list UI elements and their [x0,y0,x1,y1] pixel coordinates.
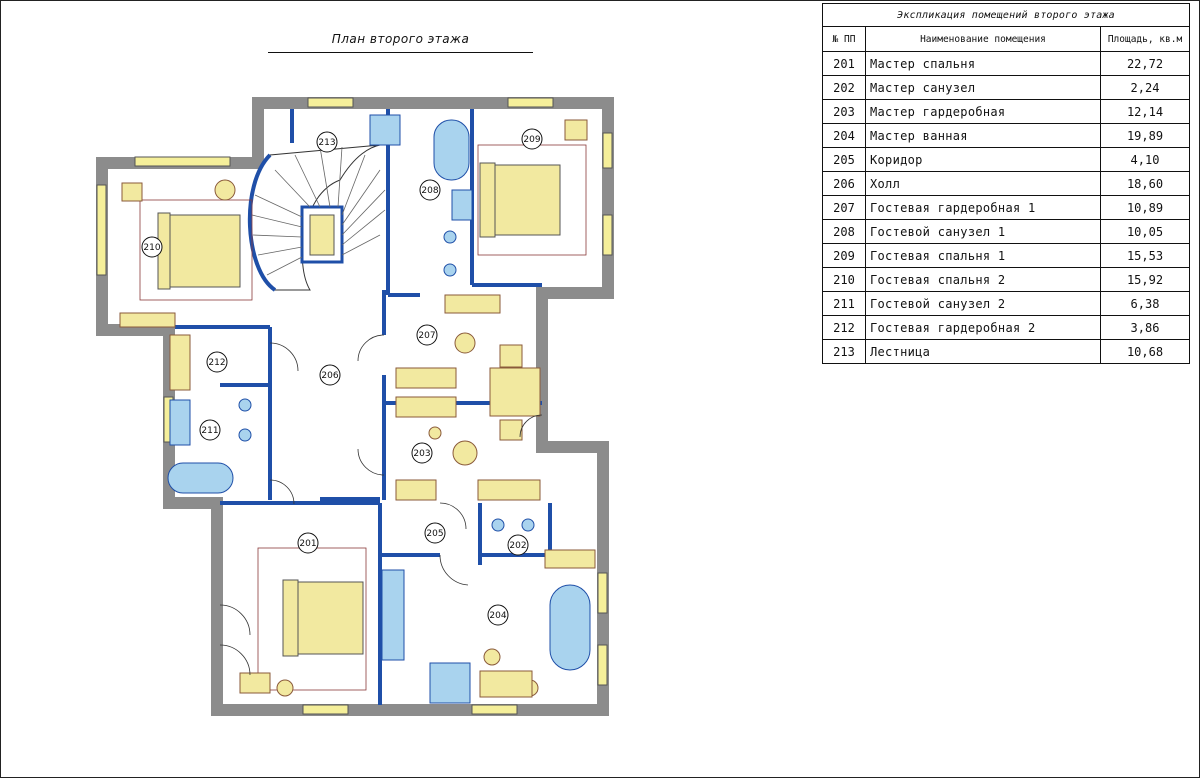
table-row: 202 Мастер санузел 2,24 [822,75,1190,100]
plan-title: План второго этажа [331,32,470,46]
room-label-markers [141,128,543,626]
room-label-202: 202 [509,541,526,551]
row-name: Гостевая гардеробная 1 [865,195,1101,220]
row-name: Коридор [865,147,1101,172]
row-number: 209 [822,243,866,268]
room-label-213: 213 [318,138,335,148]
table-row: 208 Гостевой санузел 1 10,05 [822,219,1190,244]
wardrobes [119,294,596,569]
table-row: 211 Гостевой санузел 2 6,38 [822,291,1190,316]
row-name: Гостевая гардеробная 2 [865,315,1101,340]
explication-table: Экспликация помещений второго этажа № ПП… [822,3,1190,364]
header-number: № ПП [822,26,866,52]
floor-plan: 201 202 203 204 205 206 207 208 209 210 … [95,95,615,717]
room-label-205: 205 [426,529,443,539]
room-labels: 201 202 203 204 205 206 207 208 209 210 … [143,135,540,621]
windows [96,97,613,715]
room-label-208: 208 [421,186,438,196]
row-area: 15,92 [1100,267,1190,292]
row-number: 205 [822,147,866,172]
table-row: 203 Мастер гардеробная 12,14 [822,99,1190,124]
row-name: Мастер ванная [865,123,1101,148]
room-label-210: 210 [143,243,160,253]
room-label-209: 209 [523,135,540,145]
row-area: 4,10 [1100,147,1190,172]
row-number: 201 [822,51,866,76]
row-name: Гостевая спальня 1 [865,243,1101,268]
row-name: Мастер санузел [865,75,1101,100]
table-row: 207 Гостевая гардеробная 1 10,89 [822,195,1190,220]
row-name: Мастер спальня [865,51,1101,76]
row-name: Лестница [865,339,1101,364]
row-area: 10,68 [1100,339,1190,364]
room-label-203: 203 [413,449,430,459]
explication-caption-row: Экспликация помещений второго этажа [822,3,1190,27]
row-name: Гостевой санузел 2 [865,291,1101,316]
row-number: 212 [822,315,866,340]
row-area: 12,14 [1100,99,1190,124]
table-row: 201 Мастер спальня 22,72 [822,51,1190,76]
row-name: Гостевой санузел 1 [865,219,1101,244]
explication-header-row: № ПП Наименование помещения Площадь, кв.… [822,26,1190,52]
row-number: 206 [822,171,866,196]
room-label-201: 201 [299,539,316,549]
room-label-207: 207 [418,331,435,341]
table-row: 212 Гостевая гардеробная 2 3,86 [822,315,1190,340]
staircase [247,144,386,292]
row-area: 15,53 [1100,243,1190,268]
row-name: Гостевая спальня 2 [865,267,1101,292]
row-area: 22,72 [1100,51,1190,76]
header-room-name: Наименование помещения [865,26,1101,52]
room-label-206: 206 [321,371,338,381]
tables-and-chairs [121,119,588,698]
row-number: 211 [822,291,866,316]
table-row: 204 Мастер ванная 19,89 [822,123,1190,148]
row-number: 207 [822,195,866,220]
row-number: 203 [822,99,866,124]
explication-caption: Экспликация помещений второго этажа [822,3,1190,27]
row-area: 10,05 [1100,219,1190,244]
plan-title-underline [268,52,533,53]
table-row: 205 Коридор 4,10 [822,147,1190,172]
row-number: 213 [822,339,866,364]
room-label-204: 204 [489,611,506,621]
table-row: 206 Холл 18,60 [822,171,1190,196]
header-area: Площадь, кв.м [1100,26,1190,52]
row-area: 18,60 [1100,171,1190,196]
table-row: 209 Гостевая спальня 1 15,53 [822,243,1190,268]
row-area: 2,24 [1100,75,1190,100]
row-number: 202 [822,75,866,100]
row-name: Мастер гардеробная [865,99,1101,124]
room-label-211: 211 [201,426,218,436]
sanitary [167,114,591,704]
beds [157,162,561,657]
row-number: 204 [822,123,866,148]
row-area: 3,86 [1100,315,1190,340]
row-area: 10,89 [1100,195,1190,220]
table-row: 210 Гостевая спальня 2 15,92 [822,267,1190,292]
row-area: 19,89 [1100,123,1190,148]
row-number: 210 [822,267,866,292]
doors [219,334,543,676]
table-row: 213 Лестница 10,68 [822,339,1190,364]
row-name: Холл [865,171,1101,196]
row-area: 6,38 [1100,291,1190,316]
room-label-212: 212 [208,358,225,368]
row-number: 208 [822,219,866,244]
